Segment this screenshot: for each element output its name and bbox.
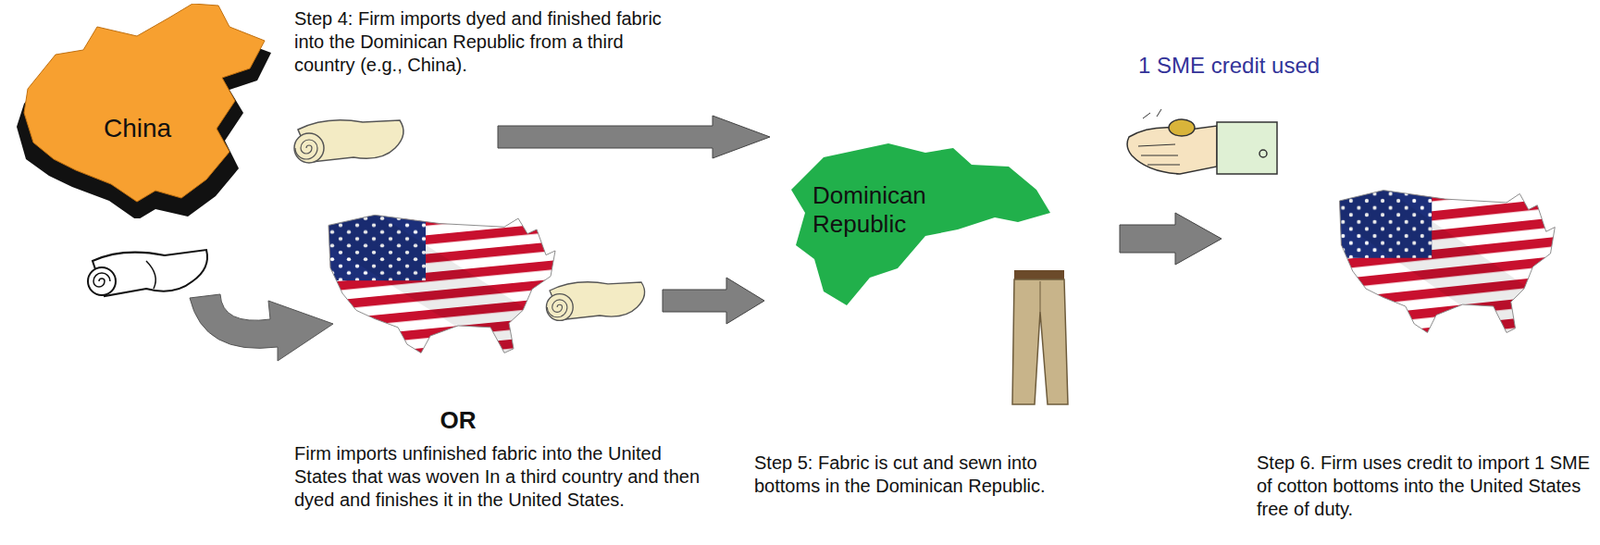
or-label: OR: [416, 405, 500, 436]
step-text: Firm imports unfinished fabric into the …: [294, 442, 702, 512]
step-text: Step 6. Firm uses credit to import 1 SME…: [1256, 451, 1592, 521]
arrow-shape: [497, 115, 770, 159]
region-name: China: [103, 112, 215, 144]
map-region: China: [7, 3, 281, 219]
region-outline: [7, 3, 281, 219]
flow-arrow: [497, 115, 770, 159]
region-name: Dominican Republic: [812, 181, 961, 239]
step-text: Step 4: Firm imports dyed and finished f…: [294, 7, 683, 77]
step-text: Step 5: Fabric is cut and sewn into bott…: [754, 451, 1069, 498]
credit-note: 1 SME credit used: [1138, 51, 1379, 80]
map-region: Dominican Republic: [786, 138, 1055, 311]
